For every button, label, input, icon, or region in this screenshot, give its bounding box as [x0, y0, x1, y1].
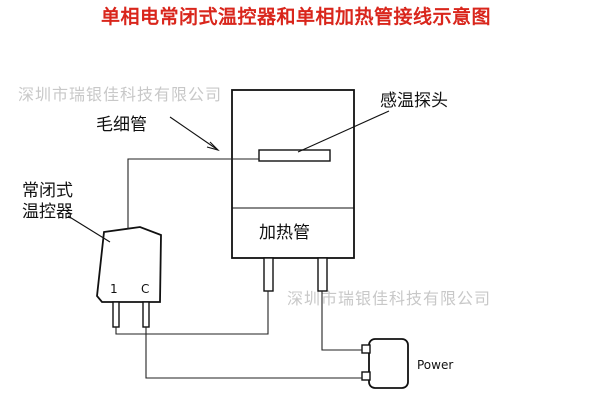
capillary-label: 毛细管	[96, 115, 147, 135]
heating-tube-label: 加热管	[259, 223, 310, 243]
thermostat-body	[96, 226, 162, 303]
thermostat-pins	[112, 301, 150, 328]
power-label: Power	[417, 358, 453, 372]
terminal-c-label: C	[141, 282, 149, 296]
wire-terminal-1	[115, 291, 269, 335]
thermostat-leader	[67, 215, 111, 243]
capillary-tube	[127, 158, 259, 229]
thermostat-label-line1: 常闭式	[22, 181, 73, 201]
temp-probe-leader	[297, 110, 390, 153]
heater-terminals	[263, 257, 328, 292]
wire-terminal-c	[145, 327, 362, 379]
page-title: 单相电常闭式温控器和单相加热管接线示意图	[100, 6, 491, 28]
capillary-leader	[169, 116, 219, 151]
power-plug	[361, 338, 409, 389]
temp-probe-label: 感温探头	[380, 91, 448, 111]
temp-probe-element	[258, 149, 331, 162]
watermark-bottom: 深圳市瑞银佳科技有限公司	[287, 289, 491, 308]
thermostat-label-line2: 温控器	[22, 202, 73, 222]
heater-enclosure	[231, 89, 355, 259]
wire-heater-power	[321, 291, 362, 351]
watermark-top: 深圳市瑞银佳科技有限公司	[18, 85, 222, 104]
terminal-1-label: 1	[110, 282, 118, 296]
